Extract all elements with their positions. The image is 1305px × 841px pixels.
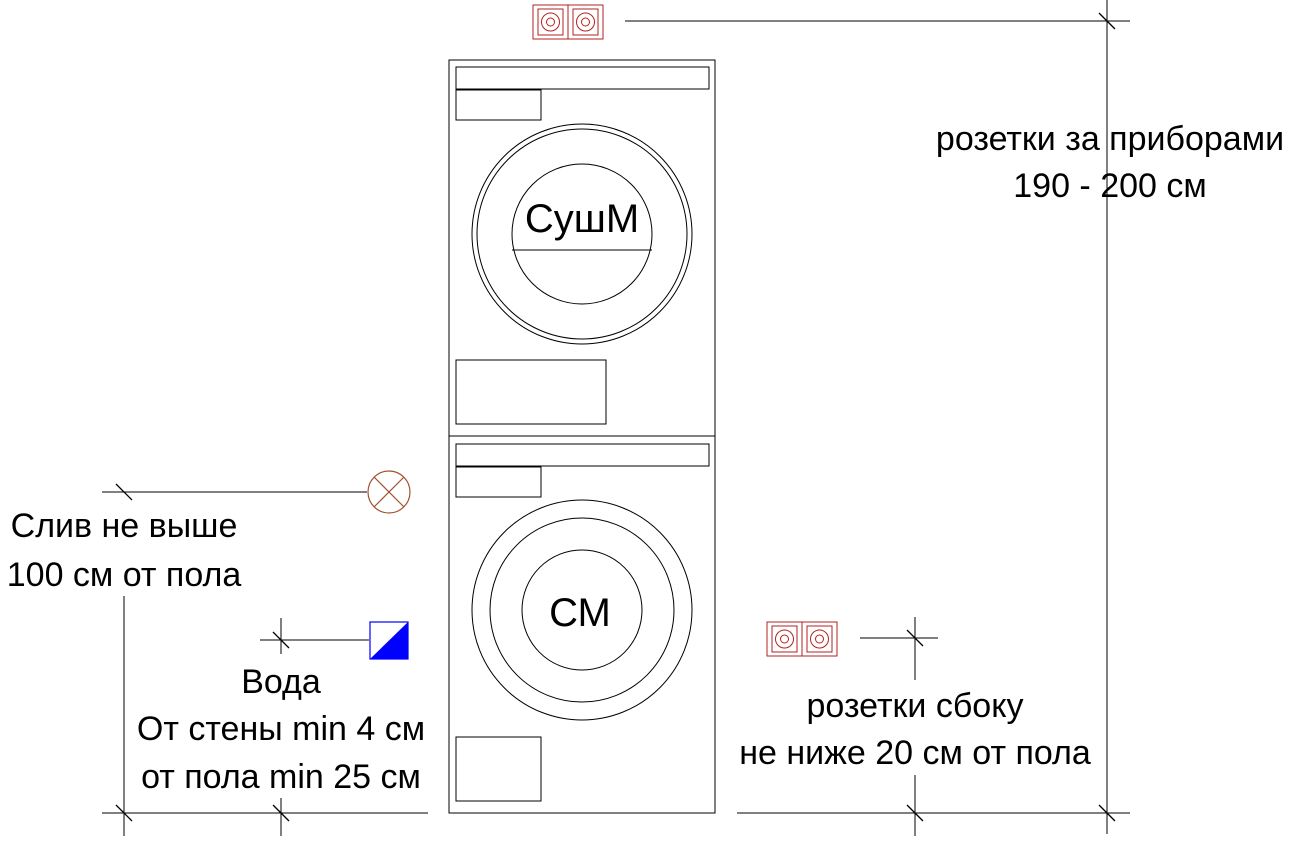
dimension-tick: [272, 631, 290, 649]
outlets-behind-label-line1: розетки за приборами: [936, 120, 1284, 158]
washer: СМ: [448, 435, 716, 814]
dryer-door-outer: [471, 123, 693, 345]
washer-label: СМ: [549, 591, 611, 635]
drain-label-line2: 100 см от пола: [7, 556, 242, 594]
double-socket-icon: [766, 621, 838, 657]
dimension-tick: [1098, 12, 1116, 30]
dryer-control-panel: [455, 66, 710, 90]
double-socket-icon: [532, 4, 604, 40]
outlets-side-label-line2: не ниже 20 см от пола: [739, 734, 1091, 772]
washer-door-outer: [471, 499, 693, 721]
washer-door-glass: [521, 549, 643, 671]
dryer-door-glass: [511, 163, 653, 305]
dryer: СушМ: [448, 59, 716, 437]
washer-filter-panel: [455, 736, 542, 802]
outlets-behind-label-line2: 190 - 200 см: [1013, 167, 1207, 205]
water-label-line2: От стены min 4 см: [137, 710, 425, 748]
outlets-side-label-line1: розетки сбоку: [807, 687, 1024, 725]
dryer-detergent-drawer: [455, 89, 542, 121]
dimension-tick: [1098, 804, 1116, 822]
drain-label-line1: Слив не выше: [11, 507, 238, 545]
drain: Слив не выше 100 см от пола: [7, 470, 411, 836]
dimension-tick: [906, 804, 924, 822]
dimension-tick: [115, 804, 133, 822]
washer-body: [448, 435, 716, 814]
dryer-filter-panel: [455, 359, 607, 425]
outlets-side: розетки сбоку не ниже 20 см от пола: [739, 617, 1091, 836]
dimension-tick: [272, 804, 290, 822]
dimension-tick: [115, 483, 133, 501]
water-label-line1: Вода: [241, 663, 321, 701]
dryer-body: [448, 59, 716, 437]
washer-door-middle: [489, 517, 675, 703]
washer-detergent-drawer: [455, 466, 542, 498]
drain-circle-cross-icon: [367, 470, 411, 514]
water-supply: Вода От стены min 4 см от пола min 25 см: [137, 618, 425, 836]
washer-control-panel: [455, 443, 710, 467]
dimension-tick: [906, 629, 924, 647]
outlets-behind: розетки за приборами 190 - 200 см: [532, 0, 1284, 834]
dryer-door-outer-inner: [476, 128, 688, 340]
water-supply-icon: [369, 621, 409, 660]
dryer-label: СушМ: [525, 197, 639, 241]
water-label-line3: от пола min 25 см: [141, 758, 421, 796]
